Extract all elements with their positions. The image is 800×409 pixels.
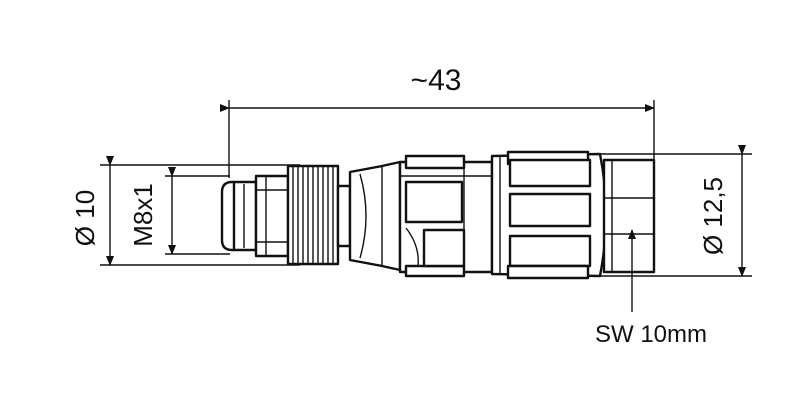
right-diameter-label: Ø 12,5 (698, 177, 728, 255)
left-diameter-dimension: Ø 10 (70, 156, 300, 266)
connector-tip (220, 180, 258, 252)
wrench-size-callout: SW 10mm (595, 229, 707, 348)
thread-dimension: M8x1 (128, 167, 230, 255)
ribbed-housing (490, 150, 608, 280)
neck (336, 184, 352, 248)
length-label: ~43 (411, 64, 462, 97)
cable-end-hex (602, 158, 656, 274)
left-diameter-label: Ø 10 (70, 190, 100, 246)
right-diameter-dimension: Ø 12,5 (600, 145, 752, 277)
thread-sleeve (254, 174, 290, 258)
wrench-size-label: SW 10mm (595, 321, 707, 348)
thread-label: M8x1 (128, 183, 158, 247)
grip-body (398, 154, 494, 278)
length-dimension: ~43 (220, 64, 655, 178)
collar (348, 160, 402, 272)
knurled-nut (286, 164, 340, 266)
